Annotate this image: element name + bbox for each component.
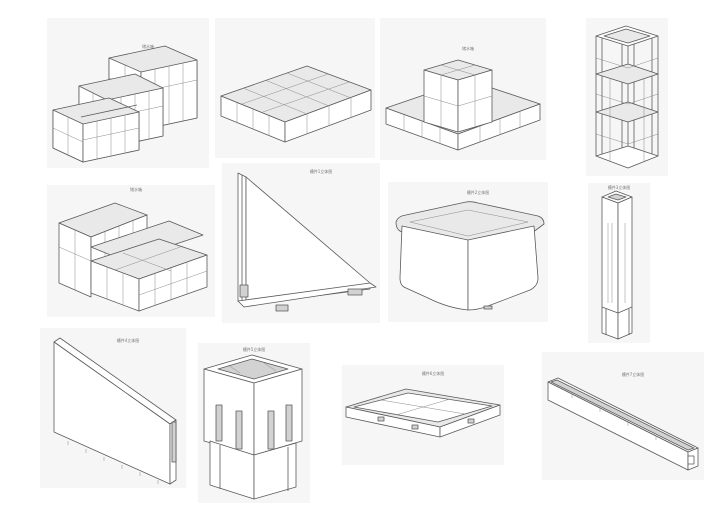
panel-caption: 储水箱 — [462, 46, 474, 51]
panel-caption: 槽件3立体图 — [607, 185, 631, 190]
panel-stepped-planter-2tier: 储水箱 — [47, 185, 215, 317]
panel-long-beam: 槽件7立体图 — [542, 352, 704, 480]
frame-tower-drawing — [595, 25, 659, 169]
stepped-planter-2-drawing — [58, 202, 208, 312]
stepped-planter-drawing — [52, 45, 198, 163]
panel-wall-panel: 槽件4立体图 — [40, 328, 186, 488]
panel-caption: 储水箱 — [130, 187, 142, 192]
panel-column-post: 槽件3立体图 — [588, 183, 650, 343]
panel-caption: 储水箱 — [142, 44, 154, 49]
panel-frame-tower — [586, 18, 668, 176]
panel-caption: 槽件1立体图 — [309, 169, 333, 174]
column-post-drawing — [601, 190, 633, 340]
panel-square-column-section: 槽件5立体图 — [198, 343, 310, 503]
flat-planter-drawing — [220, 65, 372, 143]
wall-panel-drawing — [53, 337, 177, 485]
panel-caption: 槽件6立体图 — [421, 371, 445, 376]
square-column-drawing — [203, 354, 303, 500]
panel-flat-tray-planter — [215, 18, 375, 158]
tray-tower-drawing — [385, 59, 541, 151]
panel-caption: 槽件2立体图 — [466, 190, 490, 195]
long-beam-drawing — [547, 377, 699, 471]
panel-triangular-bracket: 槽件1立体图 — [222, 163, 380, 323]
panel-square-tray: 槽件6立体图 — [342, 365, 504, 465]
panel-caption: 槽件7立体图 — [621, 372, 645, 377]
panel-caption: 槽件5立体图 — [242, 347, 266, 352]
panel-tray-with-tower: 储水箱 — [380, 18, 546, 160]
panel-stepped-planter-3tier: 储水箱 — [47, 18, 209, 168]
panel-caption: 槽件4立体图 — [116, 338, 140, 343]
square-tray-drawing — [345, 388, 501, 438]
triangular-bracket-drawing — [237, 172, 377, 312]
panel-rounded-box: 槽件2立体图 — [388, 182, 548, 322]
rounded-box-drawing — [395, 201, 545, 311]
